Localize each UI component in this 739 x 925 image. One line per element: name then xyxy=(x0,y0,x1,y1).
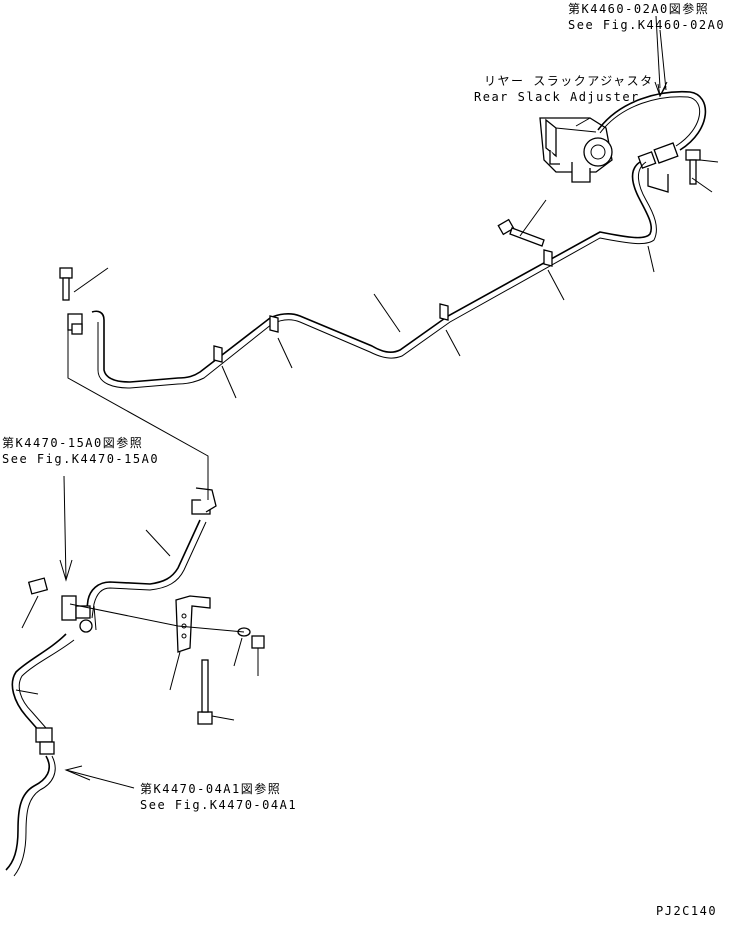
top-ref-en: See Fig.K4460-02A0 xyxy=(568,18,726,32)
adjuster-label-jp: リヤー スラックアジャスタ xyxy=(484,74,654,88)
adjuster-label-en: Rear Slack Adjuster xyxy=(474,90,640,104)
flex-hose xyxy=(11,633,67,733)
bolt-mid-icon xyxy=(497,218,545,247)
bottom-ref-en: See Fig.K4470-04A1 xyxy=(140,798,298,812)
left-end-fitting xyxy=(59,267,83,335)
pipe-clips xyxy=(213,249,553,363)
mid-ref-en: See Fig.K4470-15A0 xyxy=(2,452,160,466)
lower-brake-pipe xyxy=(85,519,201,617)
bottom-ref-jp: 第K4470-04A1図参照 xyxy=(140,782,282,796)
bottom-pipe xyxy=(5,755,50,871)
bolt-lower-icon xyxy=(197,659,213,725)
rear-slack-adjuster xyxy=(539,117,613,183)
hose-end-fitting xyxy=(35,727,55,755)
main-brake-pipe xyxy=(91,161,653,383)
right-clamp xyxy=(637,142,679,193)
nut-icon xyxy=(251,635,265,649)
adjuster-hose xyxy=(597,90,707,151)
union-fitting xyxy=(27,577,93,633)
top-ref-jp: 第K4460-02A0図参照 xyxy=(568,2,710,16)
bolt-right-icon xyxy=(685,149,701,185)
drawing-code: PJ2C140 xyxy=(656,904,718,918)
bracket xyxy=(175,595,211,653)
tee-fitting xyxy=(191,487,217,515)
mid-ref-jp: 第K4470-15A0図参照 xyxy=(2,436,144,450)
